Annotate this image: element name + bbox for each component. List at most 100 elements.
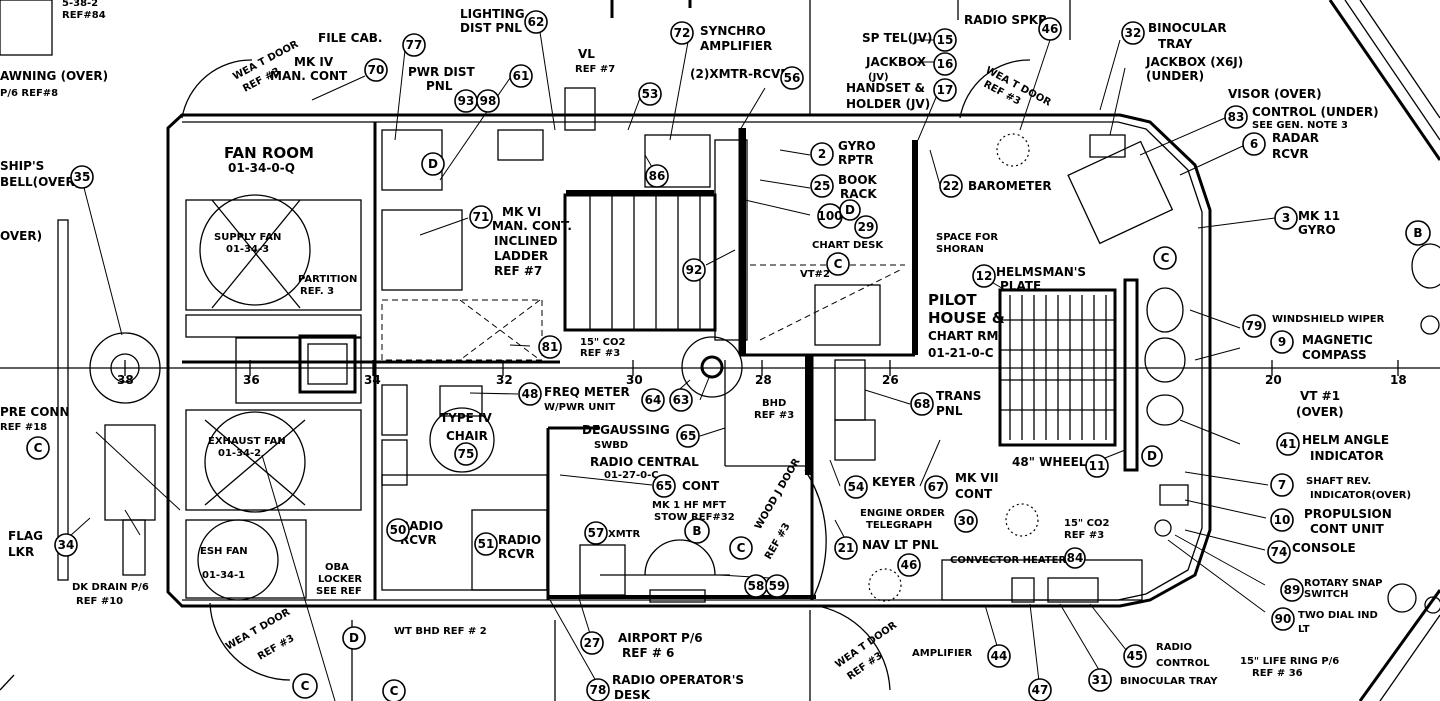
label-console: CONSOLE (1292, 541, 1356, 555)
chart-desk-label: CHART DESK (812, 240, 884, 251)
svg-text:10: 10 (1274, 513, 1291, 527)
label-book-2: RACK (840, 187, 877, 201)
label-radio-op-2: DESK (614, 688, 651, 701)
marker-c2: C (826, 252, 850, 276)
svg-text:31: 31 (1092, 673, 1109, 687)
callout-45: 45 (1123, 644, 1147, 668)
label-degauss-1: DEGAUSSING (582, 423, 670, 437)
label-ships-bell-1: SHIP'S (0, 159, 44, 173)
callout-57: 57 (584, 521, 608, 545)
frame-line: 38 36 34 32 30 28 26 20 18 (0, 332, 1440, 404)
label-pre-conn-1: PRE CONN (0, 405, 70, 419)
svg-text:98: 98 (480, 94, 497, 108)
pilot-house-label-2: HOUSE & (928, 309, 1005, 327)
label-co2-2: REF #3 (580, 348, 620, 359)
callout-2: 2 (810, 142, 834, 166)
label-helm-2: INDICATOR (1310, 449, 1384, 463)
callout-44: 44 (987, 644, 1011, 668)
callout-84a: 84 (1064, 547, 1086, 569)
svg-text:63: 63 (673, 393, 690, 407)
callout-6: 6 (1242, 132, 1266, 156)
label-keyer: KEYER (872, 475, 916, 489)
label-book-1: BOOK (838, 173, 878, 187)
label-freq-2: W/PWR UNIT (544, 402, 615, 413)
svg-text:75: 75 (458, 447, 475, 461)
label-lighting-2: DIST PNL (460, 21, 522, 35)
label-radar-2: RCVR (1272, 147, 1309, 161)
svg-text:83: 83 (1228, 110, 1245, 124)
frame-18: 18 (1390, 373, 1407, 387)
label-space-1: SPACE FOR (936, 232, 998, 243)
svg-text:62: 62 (528, 15, 545, 29)
svg-text:29: 29 (858, 220, 875, 234)
label-mk7-2: CONT (955, 487, 993, 501)
label-pwr-1: PWR DIST (408, 65, 476, 79)
svg-text:48: 48 (522, 387, 539, 401)
label-jackbox2-2: (UNDER) (1146, 69, 1204, 83)
callout-56: 56 (780, 66, 804, 90)
label-wood-door-ref: REF #3 (763, 521, 793, 561)
callout-58: 58 (744, 574, 768, 598)
label-oba-1: OBA (325, 562, 349, 573)
frame-38: 38 (117, 373, 134, 387)
marker-d3: D (1141, 445, 1163, 467)
svg-text:11: 11 (1089, 459, 1106, 473)
svg-text:65: 65 (656, 479, 673, 493)
callout-46b: 46 (897, 553, 921, 577)
label-airport-1: AIRPORT P/6 (618, 631, 703, 645)
svg-text:41: 41 (1280, 437, 1297, 451)
svg-text:100: 100 (817, 209, 842, 223)
label-engine-2: TELEGRAPH (866, 520, 932, 531)
label-barometer: BAROMETER (968, 179, 1052, 193)
marker-d1: D (421, 152, 445, 176)
callout-41: 41 (1276, 432, 1300, 456)
callout-9: 9 (1270, 330, 1294, 354)
callout-21: 21 (834, 536, 858, 560)
label-wt-door-3-ref: REF #3 (256, 633, 296, 663)
label-xmtr: (2)XMTR-RCVR (690, 67, 790, 81)
callout-16: 16 (933, 52, 957, 76)
svg-text:30: 30 (958, 514, 975, 528)
svg-text:74: 74 (1271, 545, 1288, 559)
svg-text:58: 58 (748, 579, 765, 593)
callout-54: 54 (844, 475, 868, 499)
label-visor: VISOR (OVER) (1228, 87, 1322, 101)
svg-text:46: 46 (901, 558, 918, 572)
callout-83: 83 (1224, 105, 1248, 129)
callout-98: 98 (476, 89, 500, 113)
svg-text:C: C (737, 541, 746, 555)
svg-text:56: 56 (784, 71, 801, 85)
callout-bubbles: 77 70 62 72 56 15 16 17 46 32 83 6 3 61 … (54, 10, 1304, 701)
svg-text:77: 77 (406, 38, 423, 52)
label-wt-bhd: WT BHD REF # 2 (394, 626, 487, 637)
label-rotary-1: ROTARY SNAP (1304, 578, 1383, 589)
label-ladder-1: INCLINED (494, 234, 558, 248)
label-convector: CONVECTOR HEATER (950, 555, 1066, 566)
svg-text:61: 61 (513, 69, 530, 83)
label-navlt: NAV LT PNL (862, 538, 939, 552)
label-radio-rcvr-1a: RADIO (400, 519, 443, 533)
label-vl-1: VL (578, 47, 595, 61)
pilot-house-label-1: PILOT (928, 291, 977, 309)
label-airport-2: REF # 6 (622, 646, 674, 660)
svg-text:27: 27 (584, 636, 601, 650)
label-hf-2: STOW REF#32 (654, 512, 735, 523)
label-partition-1: PARTITION (298, 274, 357, 285)
label-jv: (JV) (868, 72, 889, 83)
svg-text:C: C (34, 441, 43, 455)
label-wheel: 48" WHEEL (1012, 455, 1087, 469)
label-esh-2: 01-34-1 (202, 570, 245, 581)
label-co2-1: 15" CO2 (580, 337, 625, 348)
callout-47: 47 (1028, 678, 1052, 701)
label-handset: HANDSET & (846, 81, 925, 95)
marker-c1: C (1153, 246, 1177, 270)
label-chair-2: CHAIR (446, 429, 488, 443)
svg-text:89: 89 (1284, 583, 1301, 597)
callout-31: 31 (1088, 668, 1112, 692)
label-mk-gyro-2: GYRO (1298, 223, 1336, 237)
svg-text:90: 90 (1275, 612, 1292, 626)
label-shaft-2: INDICATOR(OVER) (1310, 490, 1411, 501)
label-jackbox2-1: JACKBOX (X6J) (1145, 55, 1243, 69)
label-bhd-1: BHD (762, 398, 786, 409)
